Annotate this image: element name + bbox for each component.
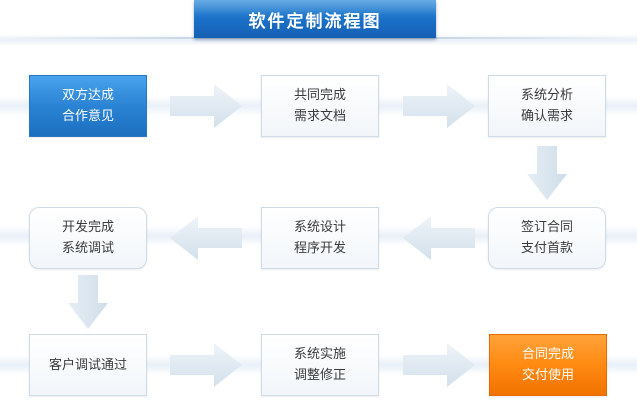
step-4: 签订合同 支付首款 (488, 207, 606, 269)
step-3-line2: 确认需求 (520, 109, 573, 124)
step-2-line1: 共同完成 (293, 88, 346, 103)
step-1-line1: 双方达成 (61, 88, 114, 103)
step-5-line1: 系统设计 (293, 220, 346, 235)
arrow-right-icon (403, 84, 475, 128)
step-8: 系统实施 调整修正 (261, 334, 379, 396)
step-1: 双方达成 合作意见 (29, 75, 147, 137)
step-2: 共同完成 需求文档 (261, 75, 379, 137)
step-9-line1: 合同完成 (521, 347, 574, 362)
page-title: 软件定制流程图 (248, 11, 382, 32)
step-7: 客户调试通过 (29, 334, 147, 396)
arrow-left-icon (170, 216, 242, 260)
step-6-line2: 系统调试 (61, 241, 114, 256)
step-8-line2: 调整修正 (293, 368, 346, 383)
step-4-line2: 支付首款 (520, 241, 573, 256)
step-2-line2: 需求文档 (293, 109, 346, 124)
step-3: 系统分析 确认需求 (488, 75, 606, 137)
step-3-line1: 系统分析 (520, 88, 573, 103)
step-5: 系统设计 程序开发 (261, 207, 379, 269)
arrow-left-icon (403, 216, 475, 260)
step-6: 开发完成 系统调试 (29, 207, 147, 269)
step-9: 合同完成 交付使用 (489, 334, 607, 396)
header-rule (0, 37, 637, 39)
arrow-right-icon (403, 343, 475, 387)
title-tab: 软件定制流程图 (194, 0, 436, 38)
step-5-line2: 程序开发 (293, 241, 346, 256)
arrow-down-icon (527, 146, 567, 200)
step-9-line2: 交付使用 (521, 368, 574, 383)
step-1-line2: 合作意见 (61, 109, 114, 124)
arrow-down-icon (68, 275, 108, 329)
step-4-line1: 签订合同 (520, 220, 573, 235)
step-8-line1: 系统实施 (293, 347, 346, 362)
arrow-right-icon (170, 343, 242, 387)
arrow-right-icon (170, 84, 242, 128)
step-7-line1: 客户调试通过 (48, 357, 127, 373)
step-6-line1: 开发完成 (61, 220, 114, 235)
